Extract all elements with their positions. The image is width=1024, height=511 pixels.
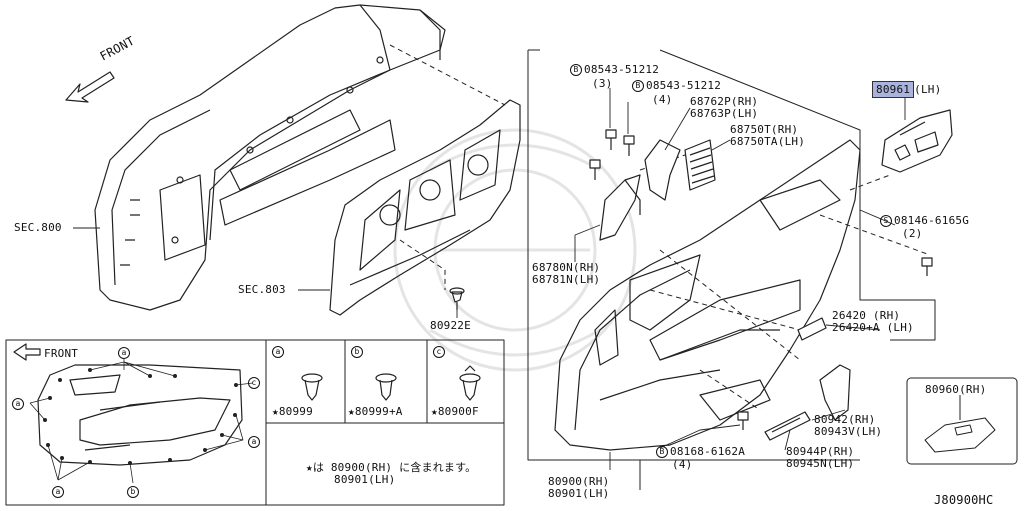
bolt-08543-b-qty: (4) <box>652 93 673 106</box>
inset-callout-a-top: a <box>118 347 132 359</box>
strip-80944-icon <box>764 411 811 441</box>
star-icon: ★ <box>306 461 313 474</box>
part-80960-label[interactable]: 80960(RH) <box>925 383 987 396</box>
insert-26420-icon <box>797 317 827 341</box>
dashed-leaders <box>389 44 931 411</box>
front-arrow-icon <box>65 71 115 103</box>
bracket-68780n-icon <box>599 174 641 241</box>
clip-legend-inset <box>5 339 505 506</box>
watermark-emblem <box>393 128 637 372</box>
inset-clip-dots <box>43 368 238 465</box>
clip-b-part[interactable]: ★80999+A <box>348 406 403 418</box>
part-68762p-label[interactable]: 68762P(RH) <box>690 95 759 108</box>
part-80961-highlight[interactable]: 80961 <box>872 81 915 98</box>
grille-68750t-icon <box>684 139 716 191</box>
part-80944p-label[interactable]: 80944P(RH) <box>786 445 855 458</box>
inset-callout-c: c <box>248 377 262 389</box>
bolt-code: 08168-6162A <box>670 445 746 458</box>
inset-door-panel <box>37 364 243 466</box>
part-68781n-label[interactable]: 68781N(LH) <box>532 273 601 286</box>
trim-80942-icon <box>819 364 851 421</box>
star-icon: ★ <box>348 405 355 418</box>
bolt-code: 08543-51212 <box>646 79 722 92</box>
clip-c-header: c <box>433 346 447 358</box>
clip-b-icon <box>375 373 397 401</box>
door-trim-panel <box>554 139 861 451</box>
callout-a-icon: a <box>118 347 130 359</box>
clip-b-header: b <box>351 346 365 358</box>
clip-part-number: 80900F <box>437 405 479 418</box>
inset-callout-b-bottom: b <box>127 486 141 498</box>
clip-a-header: a <box>272 346 286 358</box>
switch-80961-icon <box>881 109 953 173</box>
bolt-mark-b-icon: B <box>570 64 582 76</box>
callout-a-icon: a <box>272 346 284 358</box>
callout-a-icon: a <box>52 486 64 498</box>
clip-a-part[interactable]: ★80999 <box>272 406 313 418</box>
callout-b-icon: b <box>351 346 363 358</box>
note-text: は 80900(RH) <box>312 461 400 474</box>
part-80900-label[interactable]: 80900(RH) <box>548 475 610 488</box>
part-80943v-label[interactable]: 80943V(LH) <box>814 425 883 438</box>
inset-front-arrow-icon <box>13 343 41 361</box>
part-80922e-label[interactable]: 80922E <box>430 319 471 332</box>
bolt-icons <box>589 129 933 430</box>
inset-callout-a-left: a <box>12 398 26 410</box>
star-icon: ★ <box>272 405 279 418</box>
clip-part-number: 80999 <box>278 405 313 418</box>
part-80901-label[interactable]: 80901(LH) <box>548 487 610 500</box>
diagram-id: J80900HC <box>934 493 994 507</box>
note-text-jp: に含まれます。 <box>399 461 477 474</box>
inset-note-line1: ★は 80900(RH) に含まれます。 <box>306 462 476 474</box>
part-80942-label[interactable]: 80942(RH) <box>814 413 876 426</box>
door-shell <box>94 4 446 311</box>
trim-group-frame <box>527 49 936 490</box>
callout-a-icon: a <box>248 436 260 448</box>
screw-08146-qty: (2) <box>902 227 923 240</box>
part-80961-label[interactable]: 80961(LH) <box>872 81 942 98</box>
part-80961-side: (LH) <box>914 83 942 96</box>
inset-callout-a-right: a <box>248 436 262 448</box>
part-26420-label[interactable]: 26420 (RH) <box>832 309 901 322</box>
switch-80960-box <box>906 377 1018 465</box>
callout-c-icon: c <box>248 377 260 389</box>
callout-c-icon: c <box>433 346 445 358</box>
clip-80922e-icon <box>449 287 465 310</box>
inset-callout-a-bottom: a <box>52 486 66 498</box>
bolt-code: 08543-51212 <box>584 63 660 76</box>
inset-note-line2: 80901(LH) <box>334 473 396 486</box>
part-68750ta-label[interactable]: 68750TA(LH) <box>730 135 806 148</box>
part-26420a-label[interactable]: 26420+A (LH) <box>832 321 914 334</box>
bolt-08543-a-qty: (3) <box>592 77 613 90</box>
part-68763p-label[interactable]: 68763P(LH) <box>690 107 759 120</box>
screw-code: 08146-6165G <box>894 214 970 227</box>
clip-part-number: 80999+A <box>354 405 403 418</box>
inset-front-label: FRONT <box>44 347 79 360</box>
bolt-mark-b-icon: B <box>632 80 644 92</box>
bolt-08168-qty: (4) <box>672 458 693 471</box>
inner-panel <box>329 99 521 316</box>
leader-lines <box>73 227 458 318</box>
screw-mark-s-icon: S <box>880 215 892 227</box>
part-80945n-label[interactable]: 80945N(LH) <box>786 457 855 470</box>
bracket-68762p-icon <box>644 139 681 201</box>
callout-a-icon: a <box>12 398 24 410</box>
clip-c-icon <box>459 365 481 401</box>
star-icon: ★ <box>431 405 438 418</box>
inset-leaders <box>29 358 254 484</box>
bolt-mark-b-icon: B <box>656 446 668 458</box>
callout-b-icon: b <box>127 486 139 498</box>
part-68750t-label[interactable]: 68750T(RH) <box>730 123 799 136</box>
clip-c-part[interactable]: ★80900F <box>431 406 479 418</box>
clip-a-icon <box>301 373 323 401</box>
sec-800-label[interactable]: SEC.800 <box>14 221 62 234</box>
part-68780n-label[interactable]: 68780N(RH) <box>532 261 601 274</box>
sec-803-label[interactable]: SEC.803 <box>238 283 286 296</box>
